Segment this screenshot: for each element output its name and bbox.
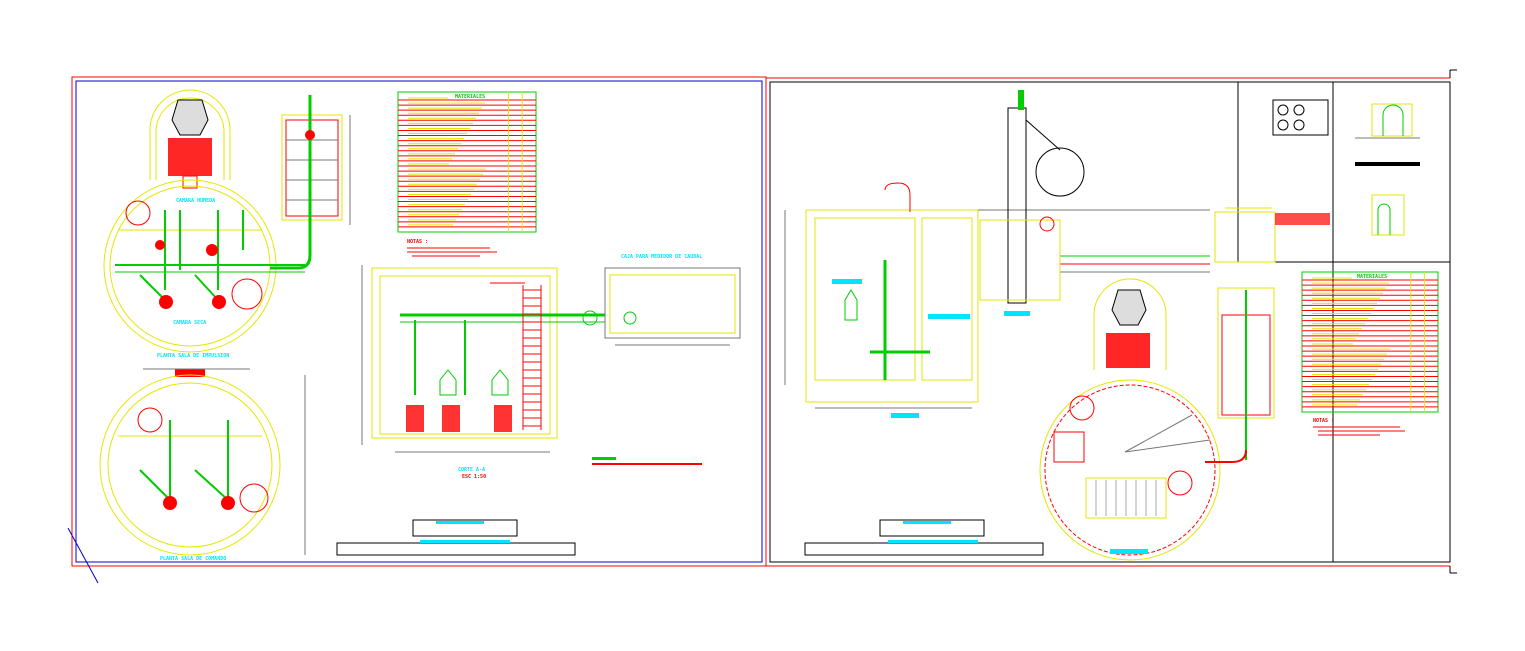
notes-lines-left	[407, 247, 497, 257]
plan-impulsion-room	[103, 89, 351, 353]
materials-title-left: MATERIALES	[455, 94, 485, 100]
title-block-left	[336, 519, 576, 556]
scale-bar-left	[592, 457, 702, 465]
materials-title-right: MATERIALES	[1357, 274, 1387, 280]
title-block-right	[804, 519, 1044, 556]
section-a-a	[361, 265, 741, 453]
notes-lines-right	[1313, 426, 1405, 436]
label-bar-right-5	[1110, 549, 1148, 554]
title-plan-impulsion: PLANTA SALA DE IMPULSION	[157, 353, 229, 359]
section-cut-line	[67, 527, 99, 584]
title-section-a-a: CORTE A-A	[458, 467, 485, 473]
title-flow-meter-box: CAJA PARA MEDIDOR DE CAUDAL	[621, 254, 702, 260]
notes-title-right: NOTAS :	[1313, 418, 1334, 424]
label-bar-right-3	[1004, 311, 1030, 316]
materials-table-left	[397, 91, 537, 233]
notes-title-left: NOTAS :	[407, 239, 428, 245]
left-sheet-frame	[71, 76, 767, 567]
label-bar-right-2	[928, 314, 970, 319]
materials-table-right	[1301, 271, 1439, 413]
right-sheet-frame	[766, 69, 1457, 574]
plan-right	[1039, 278, 1275, 561]
label-wet-chamber: CAMARA HUMEDA	[176, 198, 215, 204]
title-plan-command: PLANTA SALA DE COMANDO	[160, 556, 226, 562]
details-right	[1272, 99, 1420, 236]
section-scale-left: ESC 1:50	[462, 474, 486, 480]
plan-command-room	[99, 368, 306, 556]
section-right	[784, 90, 1276, 409]
label-dry-chamber: CAMARA SECA	[173, 320, 206, 326]
label-bar-right-4	[891, 413, 919, 418]
label-bar-right-1	[832, 279, 862, 284]
